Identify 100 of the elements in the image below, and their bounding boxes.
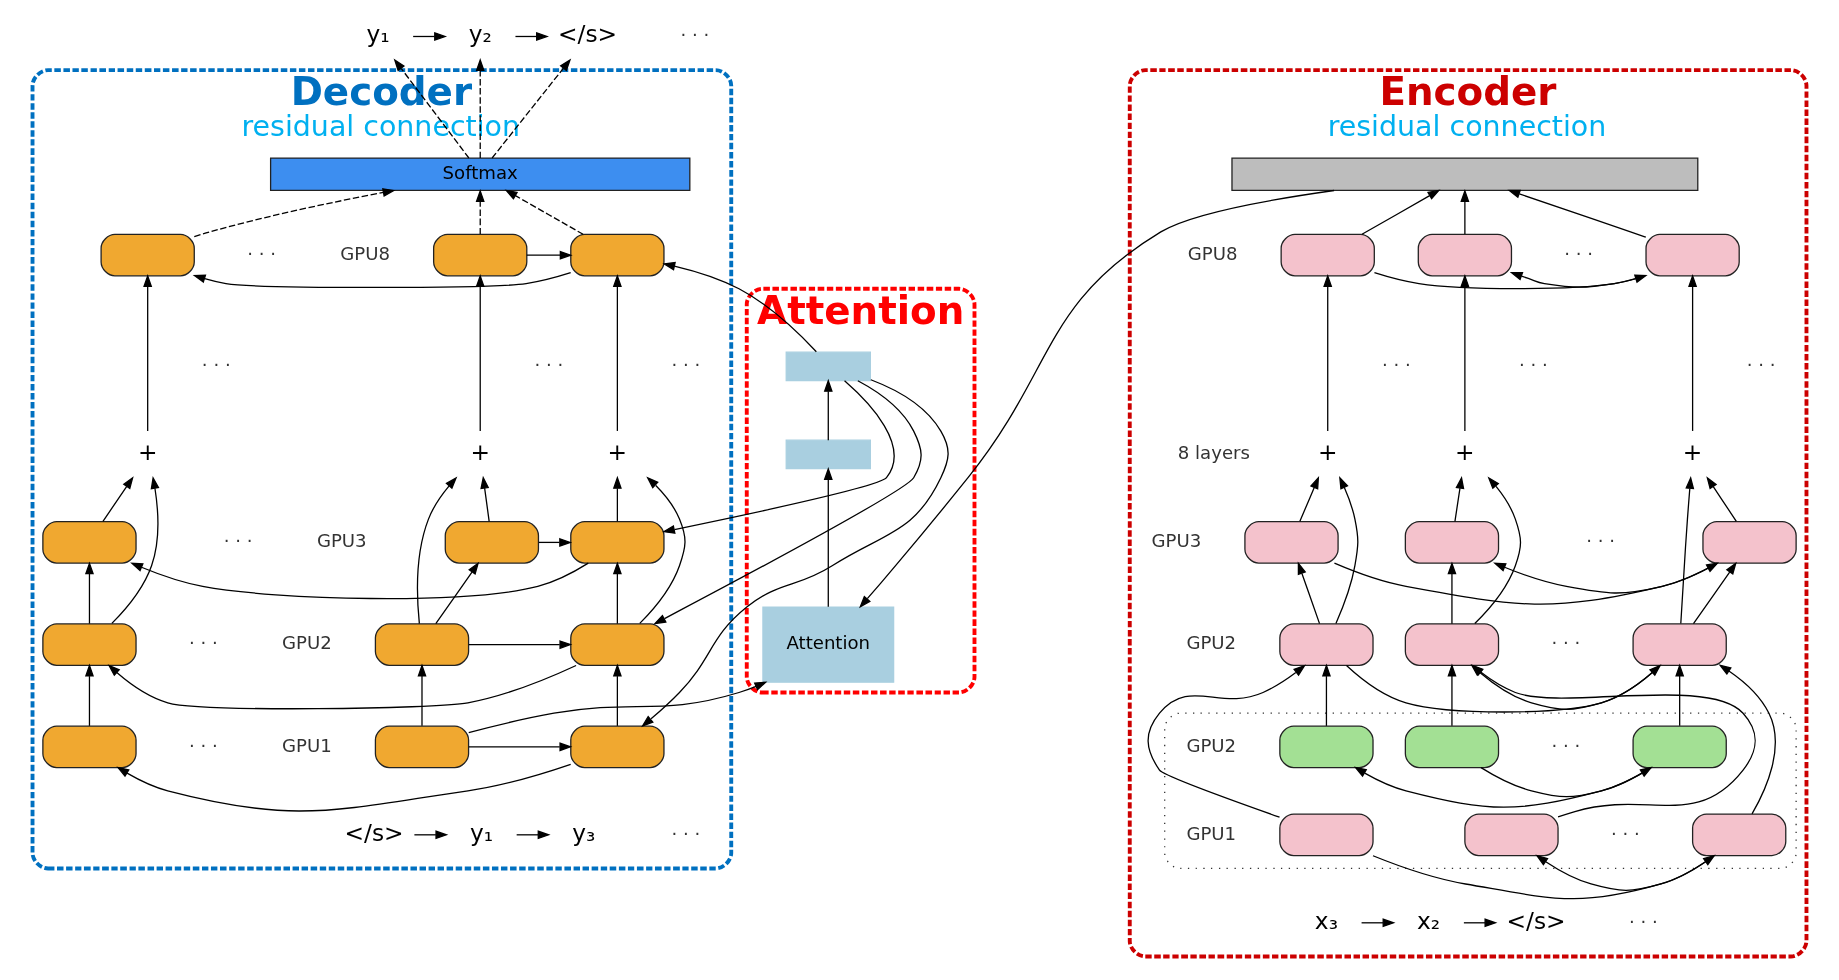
- node-box: [1702, 521, 1797, 564]
- arrow: [612, 561, 622, 625]
- node-box: [1279, 813, 1374, 857]
- node-text: </s>: [1506, 906, 1566, 934]
- arrow: [143, 273, 153, 432]
- node-box: [1632, 725, 1727, 769]
- arrow: [111, 476, 160, 625]
- arrow: [116, 763, 572, 812]
- label: GPU3: [1151, 530, 1202, 552]
- arrow: [480, 475, 490, 522]
- node-bar: [1231, 157, 1699, 192]
- arrow: [1675, 663, 1685, 727]
- arrow: [823, 467, 833, 608]
- arrow: [612, 663, 622, 727]
- node-box: [42, 725, 137, 769]
- arrow: [1718, 664, 1776, 815]
- arrow: [1353, 766, 1652, 808]
- node-box: [1691, 813, 1787, 857]
- node-text: y₂: [468, 20, 492, 48]
- node-box: [785, 439, 871, 470]
- arrow: [468, 742, 573, 752]
- node-text: y₃: [572, 818, 596, 846]
- node-text: +: [1455, 438, 1475, 466]
- arrow: [84, 663, 94, 727]
- label: GPU8: [340, 242, 390, 264]
- node-box: [570, 623, 665, 666]
- arrow: [1460, 273, 1470, 432]
- node-box: [1417, 233, 1513, 277]
- node-box: [1404, 521, 1500, 564]
- arrow: [641, 379, 949, 728]
- label: GPU2: [1186, 632, 1237, 654]
- arrow: [538, 537, 573, 547]
- label: · · ·: [188, 632, 218, 654]
- arrow: [491, 58, 572, 159]
- label: · · ·: [1564, 242, 1594, 264]
- node-box: [100, 233, 195, 277]
- arrow: [612, 475, 622, 522]
- arrow: [1706, 476, 1737, 522]
- node-box: [1645, 233, 1740, 277]
- node-box: [1464, 813, 1559, 857]
- arrow: [1299, 476, 1320, 522]
- node-text: +: [607, 438, 628, 466]
- label: · · ·: [1519, 354, 1548, 376]
- label: 8 layers: [1177, 442, 1250, 464]
- node-text: +: [137, 438, 158, 466]
- arrow: [859, 189, 1335, 609]
- arrow: [475, 188, 485, 235]
- arrow: [1480, 766, 1653, 798]
- label: · · ·: [680, 24, 710, 46]
- label: · · ·: [188, 734, 218, 756]
- label: GPU2: [1186, 734, 1237, 756]
- arrow: [662, 261, 817, 353]
- node-box: [570, 521, 665, 564]
- node-box: Softmax: [269, 157, 691, 192]
- arrow: [504, 189, 584, 235]
- arrow: [84, 561, 94, 625]
- label: · · ·: [247, 242, 276, 264]
- node-box: [444, 521, 540, 564]
- arrow: [1463, 918, 1498, 928]
- label: GPU8: [1187, 242, 1238, 264]
- arrow: [612, 273, 622, 432]
- arrow: [192, 272, 572, 289]
- arrow: [1680, 476, 1695, 625]
- arrow: [1147, 664, 1306, 818]
- arrow: [416, 476, 458, 625]
- arrow: [130, 562, 589, 600]
- label: · · ·: [1610, 822, 1640, 844]
- arrow: [514, 31, 549, 41]
- node-box: [374, 623, 470, 666]
- arrow: [468, 681, 768, 734]
- arrow: [1447, 561, 1457, 625]
- arrow: [107, 664, 577, 710]
- node-box: [785, 351, 871, 382]
- arrow: [1335, 476, 1359, 625]
- arrow: [516, 830, 551, 840]
- arrow: [1688, 273, 1698, 432]
- arrow: [1454, 475, 1465, 522]
- label: · · ·: [1551, 632, 1581, 654]
- label: · · ·: [1381, 354, 1411, 376]
- node-box: [570, 233, 665, 277]
- node-box: Attention: [762, 606, 895, 683]
- arrow: [413, 830, 449, 840]
- node-text: +: [470, 438, 490, 466]
- node-box: [42, 521, 137, 564]
- label: · · ·: [1586, 530, 1616, 552]
- node-box: [1279, 725, 1374, 769]
- label: · · ·: [201, 354, 231, 376]
- label: · · ·: [223, 530, 253, 552]
- label: GPU3: [316, 530, 367, 552]
- arrow: [1447, 663, 1457, 727]
- label: · · ·: [534, 354, 564, 376]
- arrow: [417, 663, 427, 727]
- node-box: [1279, 623, 1374, 666]
- node-text: +: [1682, 438, 1703, 466]
- arrow: [653, 380, 922, 625]
- node-box: [1244, 521, 1339, 564]
- arrow: [412, 31, 448, 41]
- label: · · ·: [671, 354, 701, 376]
- label: · · ·: [1551, 734, 1581, 756]
- node-box: [42, 623, 137, 666]
